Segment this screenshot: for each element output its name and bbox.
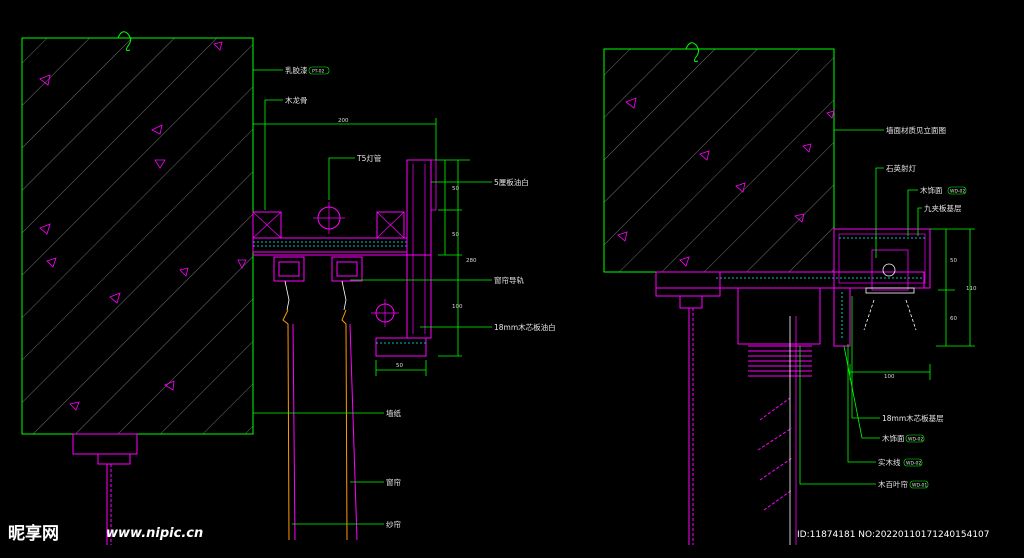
label-curtain: 窗帘 bbox=[386, 477, 401, 487]
dim-50: 50 bbox=[950, 258, 957, 264]
tag-solid-wood: WD-02 bbox=[906, 461, 921, 467]
tag-latex-paint: PT-02 bbox=[312, 69, 325, 75]
label-sheer: 纱帘 bbox=[386, 519, 401, 529]
left-wall-block bbox=[21, 37, 254, 435]
right-break-mark bbox=[685, 42, 699, 62]
dim-280: 280 bbox=[466, 258, 477, 264]
spotlight-symbol bbox=[863, 249, 917, 331]
label-wood-blind: 木百叶帘 bbox=[878, 479, 908, 489]
dim-110: 110 bbox=[966, 286, 977, 292]
dim-60: 60 bbox=[950, 316, 957, 322]
left-labels: 乳胶漆 PT-02 木龙骨 T5灯管 5厘板油白 窗帘导轨 18mm木芯板油白 … bbox=[285, 65, 556, 529]
label-gypsum-lamp: 石英射灯 bbox=[886, 163, 916, 173]
left-break-mark bbox=[117, 31, 131, 51]
left-leaders bbox=[253, 69, 492, 525]
dim-50b: 50 bbox=[452, 232, 459, 238]
tag-wood-trim-bottom: WD-02 bbox=[908, 437, 923, 443]
watermark-logo: 昵享网 bbox=[8, 524, 59, 544]
label-t5-lamp: T5灯管 bbox=[356, 153, 382, 163]
dim-50a: 50 bbox=[452, 186, 459, 192]
label-ply9: 九夹板基层 bbox=[924, 203, 962, 213]
right-ceiling-board bbox=[655, 271, 925, 289]
wood-trim-vertical bbox=[833, 287, 851, 347]
label-mdf18-right: 18mm木芯板基层 bbox=[882, 413, 944, 423]
wood-blind-slats bbox=[748, 345, 812, 511]
watermark-id: ID:11874181 NO:20220110171240154107 bbox=[797, 530, 990, 540]
label-latex-paint: 乳胶漆 bbox=[285, 65, 308, 75]
label-wood-trim-top: 木饰面 bbox=[920, 185, 943, 195]
right-labels: 墙面材质见立面图 石英射灯 木饰面 WD-02 九夹板基层 18mm木芯板基层 … bbox=[878, 125, 977, 489]
left-aggregate-marks bbox=[39, 41, 247, 411]
right-section bbox=[603, 42, 975, 545]
curtain-track bbox=[273, 256, 363, 282]
label-wall-elevation: 墙面材质见立面图 bbox=[886, 125, 946, 135]
right-wall-block bbox=[603, 48, 835, 273]
dim-100: 100 bbox=[452, 304, 463, 310]
right-dimension-lines bbox=[849, 228, 975, 380]
right-aggregate-marks bbox=[617, 97, 835, 267]
tag-wood-blind: WD-01 bbox=[912, 483, 927, 489]
dim-50c: 50 bbox=[396, 363, 403, 369]
label-wood-trim-bottom: 木饰面 bbox=[882, 433, 905, 443]
left-bottom-profile bbox=[72, 433, 138, 455]
dim-100-right: 100 bbox=[884, 374, 895, 380]
watermark-url: www.nipic.cn bbox=[106, 526, 204, 541]
valance-board bbox=[406, 159, 432, 339]
label-wall: 墙纸 bbox=[386, 408, 401, 418]
label-ply5: 5厘板油白 bbox=[494, 177, 529, 187]
label-solid-wood: 实木线 bbox=[878, 457, 901, 467]
label-mdf18: 18mm木芯板油白 bbox=[494, 322, 556, 332]
left-section bbox=[21, 31, 492, 545]
left-dimension-lines bbox=[252, 118, 470, 376]
label-curtain-track: 窗帘导轨 bbox=[494, 275, 524, 285]
tag-wood-trim-top: WD-02 bbox=[950, 189, 965, 195]
curtain-lines bbox=[282, 309, 358, 541]
dim-200: 200 bbox=[338, 118, 349, 124]
ceiling-board bbox=[252, 237, 408, 253]
label-wood-keel: 木龙骨 bbox=[285, 95, 308, 105]
